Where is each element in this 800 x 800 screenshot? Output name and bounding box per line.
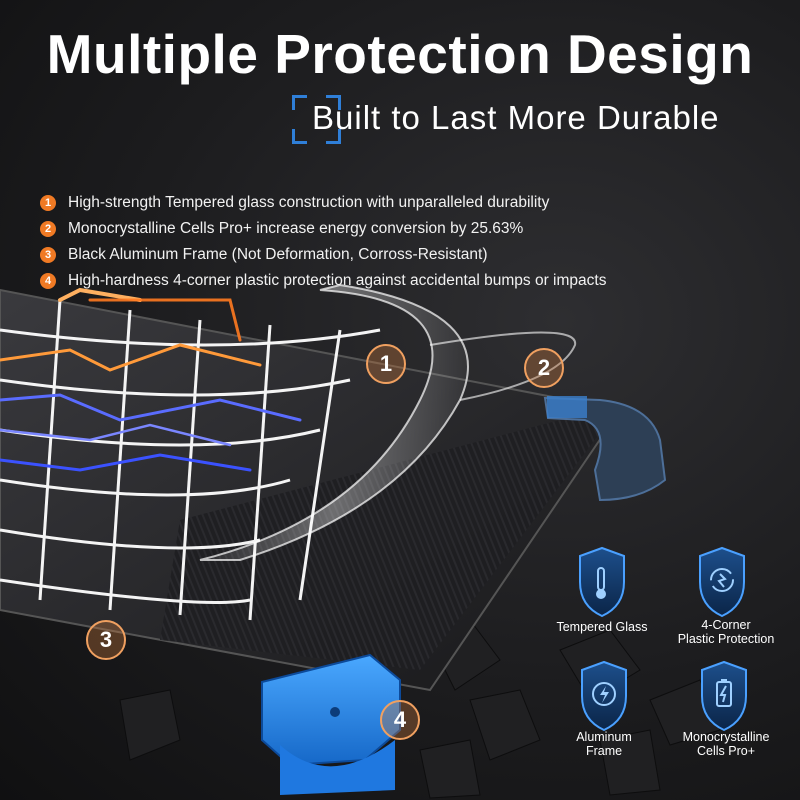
feature-number: 4	[40, 273, 56, 289]
shield-aluminum-frame-icon	[581, 660, 627, 732]
shield-mono-cells-icon	[701, 660, 747, 732]
shield-tempered-glass-icon	[579, 546, 625, 618]
feature-text: High-strength Tempered glass constructio…	[68, 194, 550, 211]
bracket-top-left-icon	[292, 95, 307, 110]
feature-text: Black Aluminum Frame (Not Deformation, C…	[68, 246, 488, 263]
badge-label: Monocrystalline Cells Pro+	[682, 730, 770, 758]
corner-cap-right	[543, 396, 667, 502]
callout-marker-1: 1	[366, 344, 406, 384]
badge-tempered-glass: Tempered Glass	[528, 614, 676, 634]
page-subtitle: Built to Last More Durable	[312, 99, 720, 136]
glass-layer	[199, 283, 469, 561]
callout-marker-4: 4	[380, 700, 420, 740]
feature-number: 1	[40, 195, 56, 211]
badge-label: Tempered Glass	[556, 620, 648, 634]
badge-corner-protection: 4-Corner Plastic Protection	[652, 612, 800, 646]
badge-label: Aluminum Frame	[576, 730, 632, 758]
feature-list: 1 High-strength Tempered glass construct…	[40, 190, 606, 294]
feature-item: 2 Monocrystalline Cells Pro+ increase en…	[40, 216, 606, 242]
corner-cap-blue	[261, 653, 401, 795]
feature-number: 2	[40, 221, 56, 237]
badge-aluminum-frame: Aluminum Frame	[530, 724, 678, 758]
page-title: Multiple Protection Design	[46, 23, 754, 85]
bracket-top-right-icon	[326, 95, 341, 110]
feature-item: 3 Black Aluminum Frame (Not Deformation,…	[40, 242, 606, 268]
badge-mono-cells: Monocrystalline Cells Pro+	[652, 724, 800, 758]
callout-marker-2: 2	[524, 348, 564, 388]
feature-text: High-hardness 4-corner plastic protectio…	[68, 272, 607, 289]
badge-label: 4-Corner Plastic Protection	[677, 618, 775, 646]
feature-text: Monocrystalline Cells Pro+ increase ener…	[68, 220, 524, 237]
bracket-bottom-left-icon	[292, 129, 307, 144]
cell-grid	[0, 299, 381, 621]
callout-marker-3: 3	[86, 620, 126, 660]
feature-item: 1 High-strength Tempered glass construct…	[40, 190, 606, 216]
shield-corner-protection-icon	[699, 546, 745, 618]
feature-item: 4 High-hardness 4-corner plastic protect…	[40, 268, 606, 294]
feature-number: 3	[40, 247, 56, 263]
energy-streaks	[0, 287, 302, 472]
bracket-bottom-right-icon	[326, 129, 341, 144]
